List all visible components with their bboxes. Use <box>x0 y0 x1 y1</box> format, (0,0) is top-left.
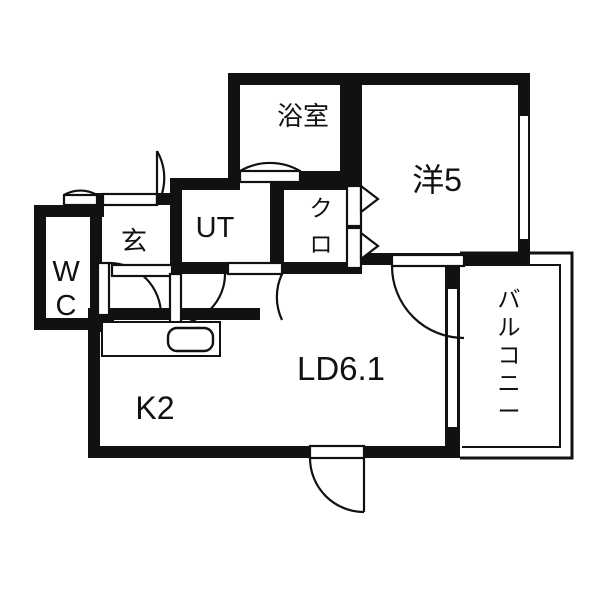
label-kitchen: K2 <box>135 390 174 426</box>
door-entrance-hall <box>101 150 166 207</box>
window-western-room <box>518 114 530 241</box>
door-wc <box>62 189 99 207</box>
sink-basin <box>166 326 215 353</box>
label-entrance: 玄 <box>121 226 147 256</box>
label-toilet-char-1: C <box>56 290 77 322</box>
label-bath: 浴室 <box>277 101 329 131</box>
wall-wc-bottom <box>34 318 102 330</box>
balcony-outline <box>460 251 574 460</box>
label-balcony-char-1: ル <box>498 314 521 340</box>
wall-top-outer <box>228 73 530 85</box>
doors <box>62 150 466 514</box>
label-balcony-char-2: コ <box>498 342 521 368</box>
label-balcony-char-3: ニ <box>498 370 521 396</box>
door-western-room <box>390 253 466 340</box>
kitchen-counter <box>101 321 221 357</box>
label-utility: UT <box>196 212 235 244</box>
wall-ut-closet-divider <box>270 183 284 274</box>
label-balcony-char-0: バ <box>498 286 521 312</box>
wall-western-left-upper <box>350 85 362 183</box>
label-balcony-char-4: ー <box>498 398 521 424</box>
door-ut <box>226 261 284 321</box>
wall-ut-top <box>170 178 240 190</box>
wall-wc-top <box>34 205 104 217</box>
wall-closet-bottom <box>282 262 362 274</box>
wall-wc-left <box>34 205 46 330</box>
label-living-dining: LD6.1 <box>297 350 385 387</box>
wall-entry-right <box>170 193 182 255</box>
wall-ld-left-outer <box>88 320 100 458</box>
label-toilet-char-0: W <box>52 256 80 288</box>
windows <box>446 114 530 429</box>
door-bath <box>238 161 302 184</box>
label-western-room: 洋5 <box>412 162 462 198</box>
window-balcony-sliding <box>446 287 459 429</box>
wall-bath-left <box>228 73 240 183</box>
label-closet-char-0: ク <box>310 195 333 221</box>
label-closet-char-1: ロ <box>310 231 333 257</box>
door-closet-arrows <box>345 183 380 270</box>
door-genkan <box>110 263 174 278</box>
wall-ld-bottom-outer <box>88 446 445 458</box>
door-main-entrance <box>308 444 366 514</box>
room-labels: 浴室 洋5 UT ク ロ 玄 W C LD6.1 K2 バ ル コ ニ ー <box>52 101 520 426</box>
